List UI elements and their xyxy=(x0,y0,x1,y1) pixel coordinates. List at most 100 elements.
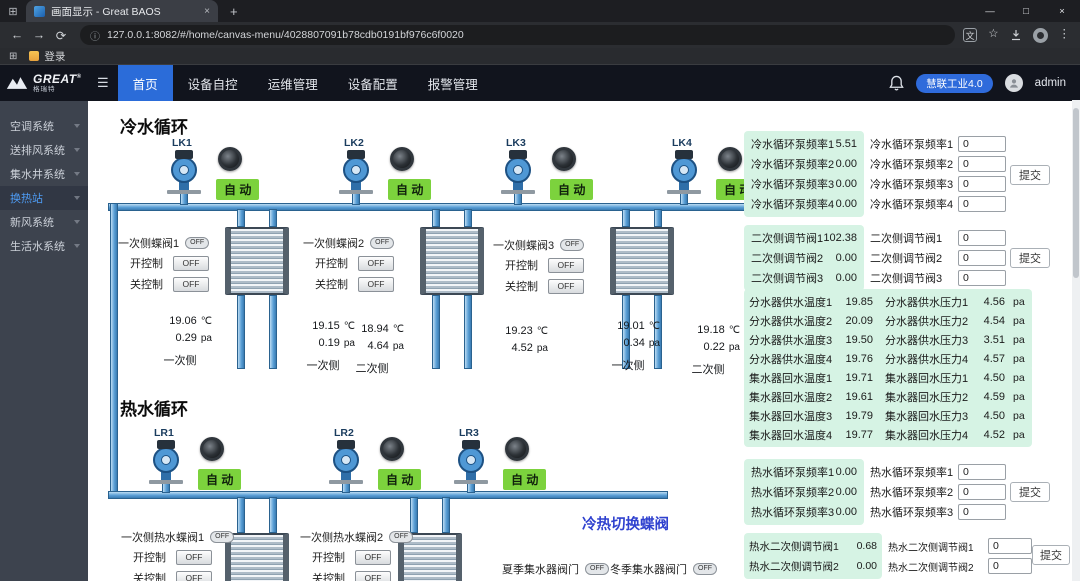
hot-secondary-valve-setpoints: 热水二次侧调节阀1 0 热水二次侧调节阀2 0 xyxy=(888,536,1032,576)
auto-mode-badge: 自 动 xyxy=(503,469,547,490)
hot-cold-switch-valve-label: 冷热切换蝶阀 xyxy=(582,517,669,533)
valve-status-badge: OFF xyxy=(210,531,235,543)
nav-tab[interactable]: 报警管理 xyxy=(413,65,493,101)
forward-icon[interactable]: → xyxy=(32,28,46,42)
setpoint-input[interactable]: 0 xyxy=(958,504,1006,520)
tab-close-icon[interactable]: × xyxy=(204,5,210,17)
user-avatar[interactable] xyxy=(1004,74,1023,92)
platform-badge[interactable]: 慧联工业4.0 xyxy=(916,73,993,93)
temperature-unit: ℃ xyxy=(536,326,548,337)
open-control-button[interactable]: OFF xyxy=(548,257,584,273)
pressure-gauge-icon xyxy=(200,437,224,461)
side-label: 二次侧 xyxy=(355,363,389,375)
pressure-gauge-icon xyxy=(552,147,576,171)
close-control-button[interactable]: OFF xyxy=(355,570,391,581)
close-control-button[interactable]: OFF xyxy=(358,276,394,292)
readout-row: 冷水循环泵频率2 0.00 xyxy=(744,154,864,174)
page-scrollbar[interactable] xyxy=(1072,100,1080,581)
pressure-unit: pa xyxy=(1013,409,1025,422)
sidebar-item-label: 集水井系统 xyxy=(10,169,65,181)
pump-icon xyxy=(667,150,701,194)
setpoint-label: 热水二次侧调节阀1 xyxy=(888,542,974,554)
sidebar-item[interactable]: 送排风系统 xyxy=(0,138,88,162)
submit-button[interactable]: 提交 xyxy=(1010,248,1050,268)
chevron-down-icon xyxy=(74,220,80,224)
readout-row: 分水器供水温度1 19.85 分水器供水压力1 4.56 pa xyxy=(744,292,1032,311)
nav-tab[interactable]: 首页 xyxy=(117,65,173,101)
pipe xyxy=(654,209,662,227)
refresh-icon[interactable]: ⟳ xyxy=(55,28,67,43)
readout-row: 热水循环泵频率1 0.00 xyxy=(744,462,864,482)
hot-pump-frequency-setpoints: 热水循环泵频率1 0 热水循环泵频率2 0 热水循环泵频率3 xyxy=(870,462,1006,522)
download-icon[interactable] xyxy=(1010,29,1022,41)
setpoint-input[interactable]: 0 xyxy=(958,196,1006,212)
setpoint-input[interactable]: 0 xyxy=(988,538,1032,554)
setpoint-input[interactable]: 0 xyxy=(958,156,1006,172)
tab-search-icon[interactable]: ⊞ xyxy=(8,5,18,18)
setpoint-input[interactable]: 0 xyxy=(958,230,1006,246)
setpoint-input[interactable]: 0 xyxy=(958,136,1006,152)
nav-tab[interactable]: 运维管理 xyxy=(253,65,333,101)
close-control-button[interactable]: OFF xyxy=(548,278,584,294)
sidebar-item[interactable]: 空调系统 xyxy=(0,114,88,138)
pipe xyxy=(654,295,662,369)
bell-icon[interactable] xyxy=(889,75,904,91)
url-bar[interactable]: ⓘ 127.0.0.1:8082/#/home/canvas-menu/4028… xyxy=(80,25,956,45)
sidebar-item[interactable]: 集水井系统 xyxy=(0,162,88,186)
bookmark-item[interactable]: 登录 xyxy=(29,49,65,64)
submit-button[interactable]: 提交 xyxy=(1010,482,1050,502)
open-control-button[interactable]: OFF xyxy=(173,255,209,271)
readout-label: 冷水循环泵频率4 xyxy=(751,199,835,211)
readout-row: 热水二次侧调节阀2 0.00 xyxy=(744,556,882,576)
setpoint-input[interactable]: 0 xyxy=(988,558,1032,574)
setpoint-input[interactable]: 0 xyxy=(958,250,1006,266)
readout-row: 冷水循环泵频率3 0.00 xyxy=(744,174,864,194)
setpoint-label: 冷水循环泵频率3 xyxy=(870,179,954,191)
browser-tab[interactable]: 画面显示 - Great BAOS × xyxy=(26,0,218,22)
nav-tab[interactable]: 设备配置 xyxy=(333,65,413,101)
temperature-value: 19.76 xyxy=(845,352,873,365)
data-panel: 冷水循环泵频率1 5.51 冷水循环泵频率2 0.00 冷水 xyxy=(740,101,1072,581)
setpoint-input[interactable]: 0 xyxy=(958,176,1006,192)
cold-loop-title: 冷水循环 xyxy=(120,118,188,137)
readout-label: 热水循环泵频率2 xyxy=(751,487,835,499)
readout-row: 分水器供水温度3 19.50 分水器供水压力3 3.51 pa xyxy=(744,330,1032,349)
close-icon[interactable]: × xyxy=(1059,5,1065,17)
chevron-down-icon xyxy=(74,244,80,248)
setpoint-input[interactable]: 0 xyxy=(958,484,1006,500)
setpoint-input[interactable]: 0 xyxy=(958,270,1006,286)
sidebar-item[interactable]: 生活水系统 xyxy=(0,234,88,258)
username[interactable]: admin xyxy=(1034,77,1066,89)
readout-label: 冷水循环泵频率3 xyxy=(751,179,835,191)
browser-menu-icon[interactable]: ⋮ xyxy=(1058,28,1071,41)
open-control-button[interactable]: OFF xyxy=(355,549,391,565)
readout-label: 热水二次侧调节阀2 xyxy=(749,560,839,573)
bookmark-star-icon[interactable]: ☆ xyxy=(988,28,999,41)
submit-button[interactable]: 提交 xyxy=(1010,165,1050,185)
open-control-button[interactable]: OFF xyxy=(176,549,212,565)
new-tab-icon[interactable]: + xyxy=(230,3,238,19)
close-control-button[interactable]: OFF xyxy=(176,570,212,581)
pressure-label: 集水器回水压力1 xyxy=(885,372,969,385)
sidebar-item[interactable]: 新风系统 xyxy=(0,210,88,234)
setpoint-input[interactable]: 0 xyxy=(958,464,1006,480)
setpoint-label: 二次侧调节阀2 xyxy=(870,253,943,265)
close-control-button[interactable]: OFF xyxy=(173,276,209,292)
back-icon[interactable]: ← xyxy=(10,28,24,42)
sidebar-item[interactable]: 换热站 xyxy=(0,186,88,210)
valve-groups: 一次侧蝶阀1 OFF 开控制 OFF 关控制 OFF xyxy=(88,101,1072,581)
scrollbar-thumb[interactable] xyxy=(1073,108,1079,278)
browser-profile-icon[interactable] xyxy=(1032,27,1048,43)
maximize-icon[interactable]: □ xyxy=(1023,5,1029,17)
pressure-value: 4.57 xyxy=(983,352,1005,365)
submit-button[interactable]: 提交 xyxy=(1032,545,1070,565)
nav-tab[interactable]: 设备自控 xyxy=(173,65,253,101)
sidebar-collapse-icon[interactable]: ☰ xyxy=(97,75,109,90)
apps-grid-icon[interactable]: ⊞ xyxy=(9,50,18,62)
site-info-icon[interactable]: ⓘ xyxy=(90,31,100,43)
open-control-button[interactable]: OFF xyxy=(358,255,394,271)
translate-icon[interactable]: 文 xyxy=(963,28,978,42)
minimize-icon[interactable]: — xyxy=(985,5,995,17)
